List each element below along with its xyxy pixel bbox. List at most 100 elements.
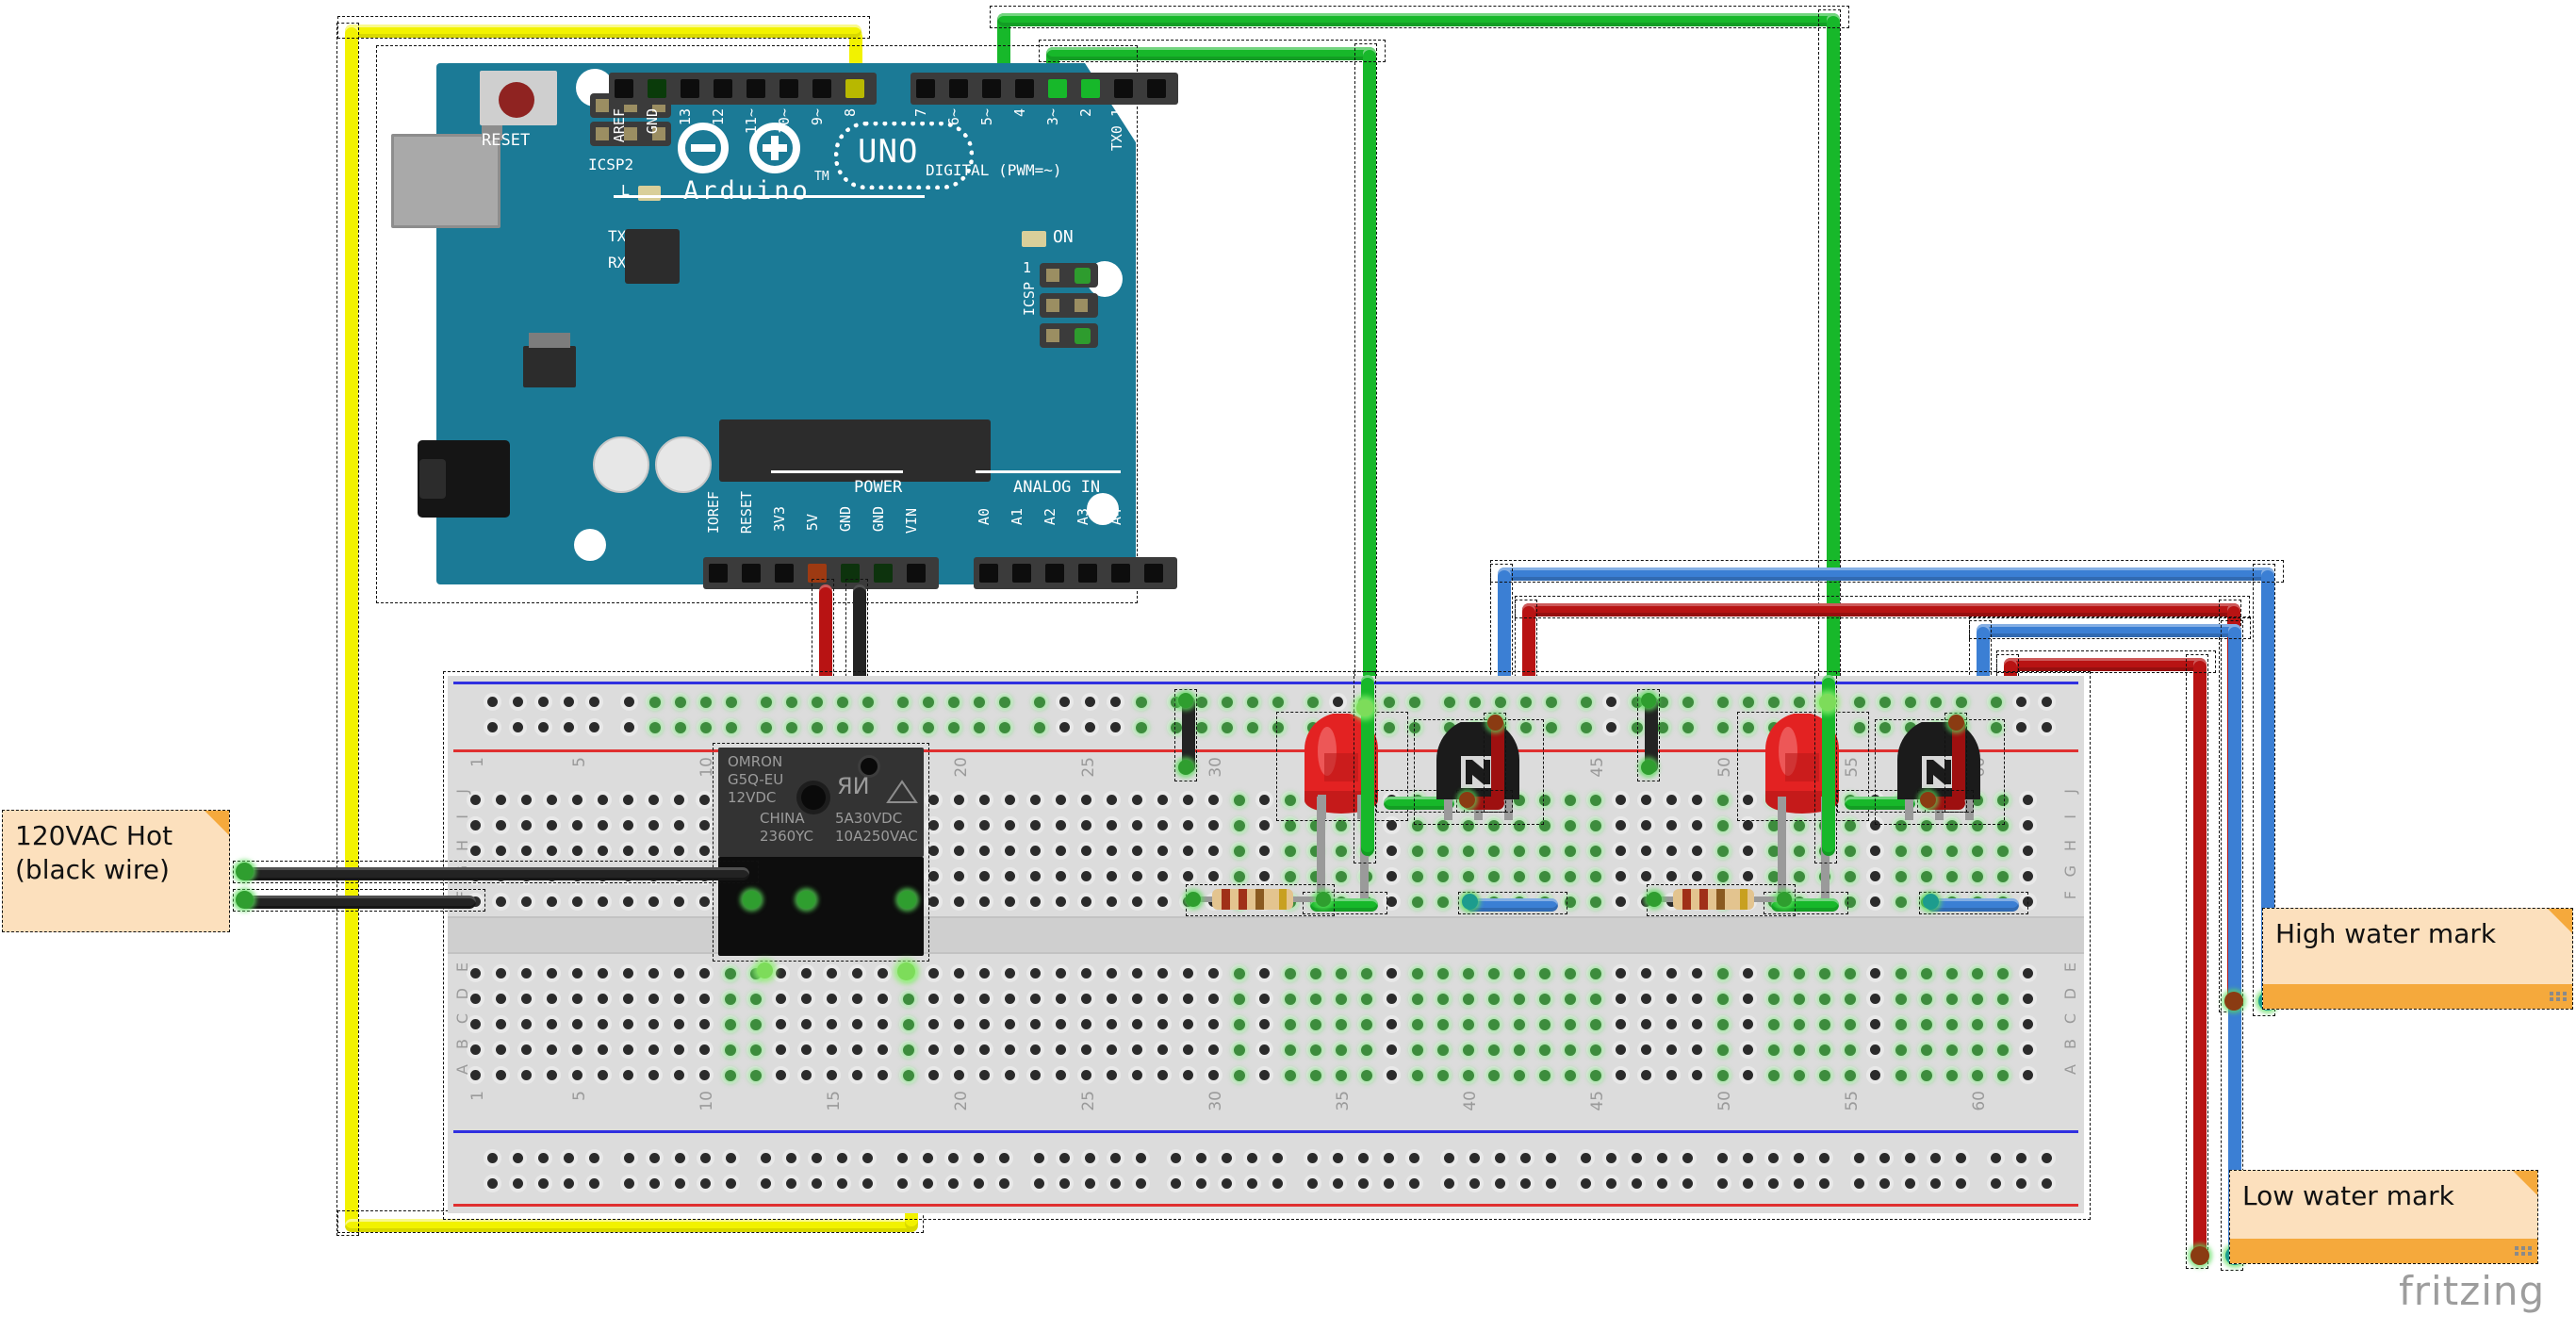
breadboard-hole[interactable]	[852, 1019, 862, 1029]
jumper-red-low-vertical[interactable]	[1491, 718, 1504, 805]
breadboard-hole[interactable]	[521, 994, 532, 1004]
breadboard-hole[interactable]	[1107, 1019, 1117, 1029]
breadboard-hole-connected[interactable]	[1234, 820, 1245, 831]
breadboard-hole[interactable]	[1107, 968, 1117, 978]
resize-grip-icon-high[interactable]	[2550, 992, 2567, 1005]
breadboard-hole[interactable]	[1030, 1044, 1041, 1055]
breadboard-hole-connected[interactable]	[750, 1019, 762, 1030]
digital-socket-6[interactable]	[949, 79, 968, 98]
breadboard-hole[interactable]	[1005, 820, 1015, 830]
breadboard-hole-connected[interactable]	[725, 1070, 736, 1081]
breadboard-hole-connected[interactable]	[1412, 846, 1423, 857]
breadboard-hole[interactable]	[1208, 871, 1219, 881]
breadboard-hole[interactable]	[1005, 896, 1015, 907]
breadboard-hole[interactable]	[674, 994, 684, 1004]
breadboard-hole[interactable]	[1081, 795, 1091, 805]
breadboard-hole[interactable]	[1030, 896, 1041, 907]
breadboard-hole[interactable]	[1081, 968, 1091, 978]
breadboard-hole[interactable]	[928, 968, 939, 978]
breadboard-hole[interactable]	[1208, 1019, 1219, 1029]
breadboard-hole[interactable]	[572, 968, 582, 978]
analog-socket-a0[interactable]	[979, 564, 998, 583]
digital-socket-12[interactable]	[714, 79, 732, 98]
wire-yellow-top-horizontal[interactable]	[345, 25, 861, 38]
breadboard-hole-connected[interactable]	[725, 1019, 736, 1030]
digital-socket-5[interactable]	[982, 79, 1001, 98]
breadboard-hole-connected[interactable]	[1234, 1019, 1245, 1030]
breadboard-hole[interactable]	[954, 795, 964, 805]
breadboard-hole-connected[interactable]	[1336, 871, 1347, 882]
breadboard-hole[interactable]	[496, 1044, 506, 1055]
breadboard-hole[interactable]	[1005, 795, 1015, 805]
arduino-uno-board[interactable]: RESET ICSP2	[391, 63, 1178, 589]
breadboard-hole[interactable]	[521, 968, 532, 978]
breadboard-hole[interactable]	[470, 1044, 481, 1055]
breadboard-hole[interactable]	[1030, 795, 1041, 805]
resistor-low-water[interactable]	[1190, 886, 1329, 913]
breadboard-hole[interactable]	[699, 820, 710, 830]
breadboard-hole[interactable]	[1259, 994, 1270, 1004]
breadboard-hole-connected[interactable]	[1437, 968, 1449, 979]
breadboard-hole-connected[interactable]	[1437, 1070, 1449, 1081]
breadboard-hole-connected[interactable]	[1437, 871, 1449, 882]
breadboard-hole-connected[interactable]	[1463, 994, 1474, 1005]
breadboard-hole[interactable]	[470, 1070, 481, 1080]
breadboard-hole[interactable]	[1157, 1044, 1168, 1055]
breadboard-hole[interactable]	[496, 1070, 506, 1080]
digital-socket-3[interactable]	[1048, 79, 1067, 98]
digital-socket-aref[interactable]	[615, 79, 633, 98]
connector-mains-black-a[interactable]	[236, 863, 254, 880]
breadboard-hole[interactable]	[674, 896, 684, 907]
breadboard-hole[interactable]	[878, 1019, 888, 1029]
breadboard-hole[interactable]	[598, 795, 608, 805]
breadboard-hole-connected[interactable]	[1463, 846, 1474, 857]
relay-contact-pin-3[interactable]	[898, 891, 916, 909]
note-mains-voltage[interactable]: 120VAC Hot (black wire)	[2, 810, 230, 932]
breadboard-hole[interactable]	[827, 1044, 837, 1055]
breadboard-hole-connected[interactable]	[1285, 1070, 1296, 1081]
breadboard-hole[interactable]	[547, 820, 557, 830]
breadboard-hole-connected[interactable]	[1437, 896, 1449, 908]
breadboard-hole[interactable]	[1056, 820, 1066, 830]
breadboard-hole-connected[interactable]	[750, 1070, 762, 1081]
digital-socket-11[interactable]	[747, 79, 765, 98]
digital-socket-rx0[interactable]	[1147, 79, 1166, 98]
breadboard-hole[interactable]	[1157, 795, 1168, 805]
breadboard-hole-connected[interactable]	[1285, 994, 1296, 1005]
breadboard-hole[interactable]	[598, 968, 608, 978]
wire-mains-black-upper[interactable]	[240, 867, 749, 880]
breadboard-hole[interactable]	[1386, 994, 1397, 1004]
breadboard-hole[interactable]	[1107, 871, 1117, 881]
breadboard-hole[interactable]	[979, 820, 990, 830]
breadboard-hole[interactable]	[496, 968, 506, 978]
power-header[interactable]	[703, 557, 939, 589]
breadboard-hole[interactable]	[1259, 871, 1270, 881]
breadboard-hole[interactable]	[1005, 994, 1015, 1004]
breadboard-hole[interactable]	[1183, 1044, 1193, 1055]
breadboard-hole-connected[interactable]	[1310, 994, 1321, 1005]
power-socket-reset[interactable]	[742, 564, 761, 583]
digital-socket-4[interactable]	[1015, 79, 1034, 98]
breadboard-hole[interactable]	[648, 968, 659, 978]
breadboard-hole[interactable]	[1157, 968, 1168, 978]
digital-socket-7[interactable]	[916, 79, 935, 98]
breadboard-hole[interactable]	[699, 795, 710, 805]
breadboard-hole[interactable]	[1259, 820, 1270, 830]
breadboard-hole[interactable]	[954, 1044, 964, 1055]
breadboard-hole[interactable]	[1157, 1019, 1168, 1029]
breadboard-hole[interactable]	[674, 846, 684, 856]
wire-red-inner-horizontal[interactable]	[2004, 658, 2207, 671]
breadboard-hole-connected[interactable]	[1336, 1070, 1347, 1081]
breadboard-hole-connected[interactable]	[1234, 994, 1245, 1005]
breadboard-hole[interactable]	[521, 820, 532, 830]
breadboard-hole[interactable]	[547, 846, 557, 856]
power-socket-gnd-1[interactable]	[841, 564, 860, 583]
breadboard-hole-connected[interactable]	[1412, 1070, 1423, 1081]
breadboard-hole[interactable]	[470, 820, 481, 830]
relay-contact-pin-1[interactable]	[743, 891, 761, 909]
relay-body-upper[interactable]: OMRON G5Q-EU 12VDC CHINA 2360YC 5A30VDC …	[718, 748, 924, 857]
breadboard-hole[interactable]	[598, 820, 608, 830]
breadboard-hole-connected[interactable]	[1412, 994, 1423, 1005]
breadboard-hole[interactable]	[572, 846, 582, 856]
breadboard-hole[interactable]	[496, 795, 506, 805]
